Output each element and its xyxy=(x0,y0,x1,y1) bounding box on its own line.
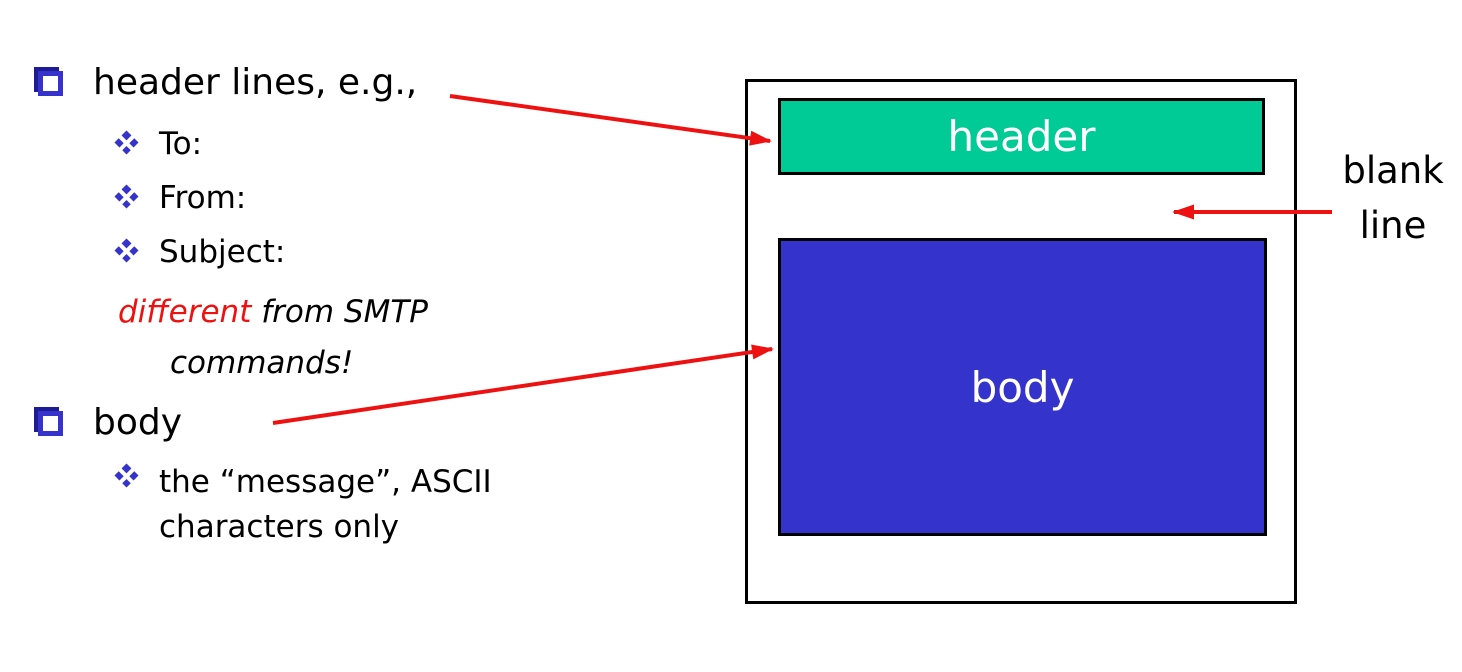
sub-item-from: From: xyxy=(114,180,247,217)
sub-item-to: To: xyxy=(114,126,203,163)
bullet-item-header-lines: header lines, e.g., xyxy=(38,62,417,103)
diamond-bullet-icon xyxy=(114,238,139,263)
blank-line-label-line2: line xyxy=(1359,204,1427,247)
sub-item-message-ascii: the “message”, ASCII characters only xyxy=(114,460,492,550)
body-box-label: body xyxy=(970,362,1075,412)
diamond-bullet-icon xyxy=(114,463,139,488)
note-word-different: different xyxy=(118,294,252,330)
header-box-label: header xyxy=(947,112,1096,161)
bullet-item-body: body xyxy=(38,402,182,443)
sub-item-label: the “message”, ASCII characters only xyxy=(159,460,492,550)
sub-item-label: From: xyxy=(159,180,247,216)
bullet-item-label: body xyxy=(93,402,183,443)
note-different-from-smtp: different from SMTP xyxy=(118,294,428,331)
body-box: body xyxy=(778,238,1267,536)
blank-line-label: blank line xyxy=(1318,143,1462,253)
sub-item-subject: Subject: xyxy=(114,234,286,271)
sub-item-line2: characters only xyxy=(159,509,400,545)
sub-item-label: Subject: xyxy=(159,234,286,270)
note-commands: commands! xyxy=(170,345,354,381)
square-bullet-icon xyxy=(38,71,63,96)
note-rest: from SMTP xyxy=(251,294,428,330)
sub-item-label: To: xyxy=(159,126,203,162)
bullet-item-label: header lines, e.g., xyxy=(93,62,418,103)
diamond-bullet-icon xyxy=(114,184,139,209)
header-box: header xyxy=(778,98,1265,175)
diamond-bullet-icon xyxy=(114,130,139,155)
blank-line-label-line1: blank xyxy=(1342,149,1444,192)
sub-item-line1: the “message”, ASCII xyxy=(159,464,492,500)
arrow-header-lines-to-header-box xyxy=(449,94,772,146)
square-bullet-icon xyxy=(38,411,63,436)
